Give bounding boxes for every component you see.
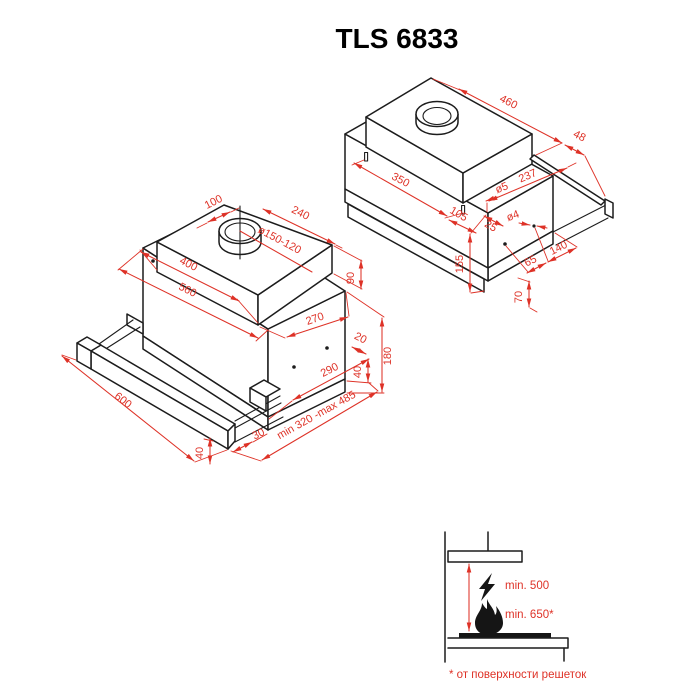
dim-screw-hole-label: ø4 (505, 208, 521, 224)
page-title: TLS 6833 (336, 23, 459, 54)
dim-body-height-label: 180 (382, 347, 394, 365)
screw-hole-dot (151, 259, 155, 263)
slide-rail (552, 204, 607, 233)
drawer-front-panel (347, 203, 485, 293)
screw-hole-dot (503, 242, 507, 246)
dim-side-height-label: 155 (454, 255, 466, 273)
dim-plenum-height-label: 90 (345, 272, 357, 284)
dim-hook-offset-b-label: 25 (482, 218, 499, 235)
dim-visor-offset-label: 30 (250, 426, 266, 442)
electric-clearance-label: min. 500 (505, 580, 549, 592)
hanging-tab (364, 151, 369, 162)
dim-top-depth-label: 270 (304, 311, 325, 328)
flame-icon (475, 599, 503, 635)
clearance-diagram: min. 500 min. 650* * от поверхности реше… (444, 531, 587, 681)
dim-hole-offset1-label: 65 (522, 253, 538, 269)
gas-clearance-label: min. 650* (505, 609, 554, 621)
hob-surface (459, 633, 551, 638)
hanging-tab (461, 204, 466, 215)
footnote-label: * от поверхности решеток (449, 669, 587, 681)
dim-bottom-clearance-label: 70 (513, 291, 525, 303)
screw-hole-dot (532, 224, 536, 228)
screw-hole-dot (325, 346, 329, 350)
visor-top-strip (529, 154, 606, 206)
dim-visor-height-label: 40 (194, 447, 206, 459)
duct-collar-rim (415, 100, 459, 128)
dim-visor-protrusion-label: 48 (571, 128, 587, 144)
screw-hole-dot (292, 365, 296, 369)
visor-endcap-right (604, 198, 614, 219)
counter-top (447, 637, 569, 649)
duct-opening (422, 106, 452, 126)
right-view-dimensions: 460 48 350 ø5 237 105 25 ø4 155 65 140 (351, 78, 606, 313)
slide-rail (555, 217, 609, 246)
hood-canopy (447, 550, 523, 563)
dim-step-label: 20 (352, 330, 368, 346)
lightning-icon (479, 573, 495, 601)
